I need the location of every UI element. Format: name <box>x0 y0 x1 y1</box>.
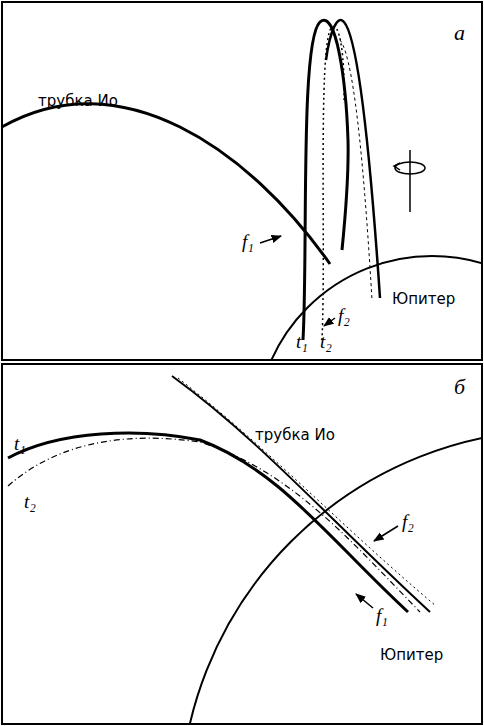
panel-letter: б <box>454 376 465 398</box>
jupiter-outline <box>180 430 482 724</box>
time-label: t₁ <box>296 332 308 351</box>
flux-tube-label: трубка Ио <box>38 94 118 109</box>
footprint-label: f₁ <box>376 606 388 625</box>
field-line-t1 <box>8 433 408 612</box>
rotation-axis <box>409 150 411 212</box>
field-line-t1 <box>303 20 348 340</box>
leader-arrow <box>356 594 373 608</box>
planet-label: Юпитер <box>380 648 443 663</box>
jupiter-outline <box>256 256 482 360</box>
time-label: t₁ <box>14 434 26 453</box>
footprint-label: f₂ <box>338 306 350 325</box>
io-flux-tube <box>172 376 430 612</box>
field-line-t2 <box>322 27 344 340</box>
field-line-t2-loop <box>340 40 372 300</box>
io-flux-tube <box>2 104 330 264</box>
flux-tube-label: трубка Ио <box>255 428 335 443</box>
panel-letter: а <box>454 22 465 44</box>
planet-label: Юпитер <box>392 292 455 307</box>
leader-arrow <box>374 526 398 541</box>
io-flux-tube-t2 <box>178 378 436 606</box>
time-label: t₂ <box>320 332 332 351</box>
field-line-t2-loop <box>326 20 380 298</box>
leader-arrow <box>324 318 335 326</box>
rotation-symbol <box>395 162 425 174</box>
field-line-t2 <box>8 438 420 612</box>
leader-arrow <box>260 236 281 243</box>
footprint-label: f₁ <box>242 232 254 251</box>
panel-frame <box>2 364 482 724</box>
footprint-label: f₂ <box>402 512 414 531</box>
time-label: t₂ <box>24 492 36 511</box>
panel-frame <box>2 2 482 360</box>
rotation-arrow <box>394 163 400 170</box>
